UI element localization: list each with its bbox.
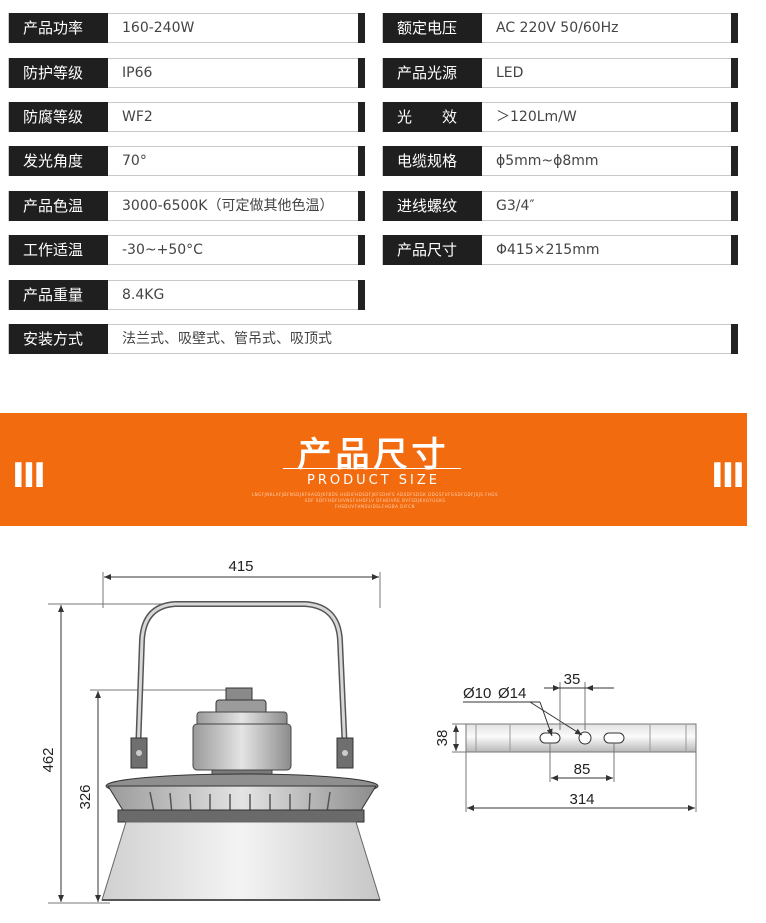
spec-value: AC 220V 50/60Hz	[496, 20, 619, 36]
spec-label: 产品重量	[9, 280, 108, 310]
dim-hole-span-label: 85	[574, 761, 591, 778]
dim-hole-d1-label: Ø10	[463, 685, 491, 702]
row-end-bar	[731, 58, 738, 88]
dim-bracket-height-label: 38	[434, 730, 451, 747]
spec-value: 3000-6500K（可定做其他色温）	[122, 198, 334, 214]
spec-label: 产品光源	[383, 58, 482, 88]
spec-row-color-temp: 产品色温 3000-6500K（可定做其他色温）	[8, 191, 365, 221]
spec-value: 法兰式、吸壁式、管吊式、吸顶式	[122, 331, 332, 347]
spec-label: 安装方式	[9, 324, 108, 354]
spec-value: Φ415×215mm	[496, 242, 600, 258]
banner-title-underline	[283, 468, 461, 469]
spec-value: WF2	[122, 109, 153, 125]
spec-row-mounting: 安装方式 法兰式、吸壁式、管吊式、吸顶式	[8, 324, 738, 354]
row-end-bar	[731, 324, 738, 354]
banner-fine-text: LNGFJNKLAFJDFNSDJKFHASDJKFBDS HUDIFHDSDF…	[251, 492, 499, 509]
dim-spacing-label: 35	[564, 671, 581, 688]
banner-right-mark: III	[711, 456, 745, 496]
dim-hole-d2-label: Ø14	[498, 685, 526, 702]
spec-label: 产品色温	[9, 191, 108, 221]
row-end-bar	[731, 191, 738, 221]
spec-row-voltage: 额定电压 AC 220V 50/60Hz	[382, 13, 738, 43]
spec-row-work-temp: 工作适温 -30~+50°C	[8, 235, 365, 265]
spec-label: 光 效	[383, 102, 482, 132]
spec-label: 额定电压	[383, 13, 482, 43]
row-end-bar	[731, 13, 738, 43]
dim-width-label: 415	[228, 558, 253, 575]
banner-left-mark: III	[12, 456, 46, 496]
spec-row-power: 产品功率 160-240W	[8, 13, 365, 43]
row-end-bar	[358, 58, 365, 88]
row-end-bar	[358, 280, 365, 310]
row-end-bar	[358, 13, 365, 43]
spec-label: 电缆规格	[383, 146, 482, 176]
spec-row-ip: 防护等级 IP66	[8, 58, 365, 88]
spec-value: ϕ5mm~ϕ8mm	[496, 153, 599, 169]
spec-row-anticorrosion: 防腐等级 WF2	[8, 102, 365, 132]
spec-row-weight: 产品重量 8.4KG	[8, 280, 365, 310]
spec-label: 工作适温	[9, 235, 108, 265]
spec-value: LED	[496, 65, 524, 81]
row-end-bar	[358, 191, 365, 221]
spec-row-thread: 进线螺纹 G3/4″	[382, 191, 738, 221]
spec-row-efficacy: 光 效 ＞120Lm/W	[382, 102, 738, 132]
spec-value: -30~+50°C	[122, 242, 203, 258]
spec-label: 产品尺寸	[383, 235, 482, 265]
spec-value: G3/4″	[496, 198, 535, 214]
banner-subtitle: PRODUCT SIZE	[307, 473, 440, 488]
spec-label: 进线螺纹	[383, 191, 482, 221]
spec-value: 160-240W	[122, 20, 195, 36]
dim-total-height-label: 462	[40, 747, 57, 772]
spec-row-size: 产品尺寸 Φ415×215mm	[382, 235, 738, 265]
row-end-bar	[358, 146, 365, 176]
spec-value: ＞120Lm/W	[496, 109, 577, 125]
dim-bracket-length-label: 314	[569, 791, 594, 808]
spec-value: 8.4KG	[122, 287, 165, 303]
bracket-plan-view: 38 Ø10 Ø14 35 85 314	[434, 671, 697, 812]
row-end-bar	[358, 102, 365, 132]
spec-value: IP66	[122, 65, 153, 81]
dim-body-height-label: 326	[77, 784, 94, 809]
spec-row-beam-angle: 发光角度 70°	[8, 146, 365, 176]
product-size-banner: III III 产品尺寸 PRODUCT SIZE LNGFJNKLAFJDFN…	[0, 413, 747, 526]
row-end-bar	[731, 146, 738, 176]
luminaire-side-view: 415 462 326	[40, 558, 381, 904]
spec-row-light-source: 产品光源 LED	[382, 58, 738, 88]
row-end-bar	[358, 235, 365, 265]
spec-label: 防腐等级	[9, 102, 108, 132]
spec-label: 防护等级	[9, 58, 108, 88]
spec-row-cable: 电缆规格 ϕ5mm~ϕ8mm	[382, 146, 738, 176]
spec-label: 产品功率	[9, 13, 108, 43]
spec-label: 发光角度	[9, 146, 108, 176]
row-end-bar	[731, 235, 738, 265]
row-end-bar	[731, 102, 738, 132]
spec-value: 70°	[122, 153, 147, 169]
